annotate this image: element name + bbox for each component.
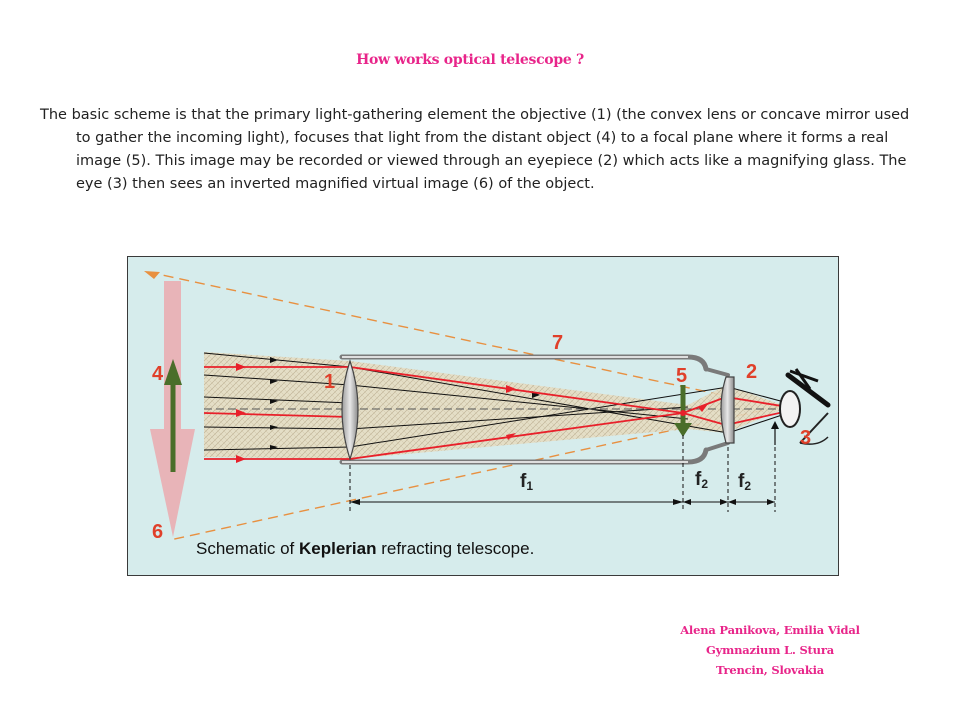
telescope-diagram: 4 1 7 5 2 3 6 f1 f2 f2 Schematic of Kepl… [127, 256, 839, 576]
telescope-tube [339, 354, 730, 465]
light-bundle [204, 352, 788, 459]
focal-label-f1: f1 [520, 471, 533, 493]
real-image-arrow [674, 385, 692, 437]
focal-label-f2-second: f2 [738, 471, 751, 493]
object-arrow [164, 359, 182, 472]
focal-label-f2-first: f2 [695, 469, 708, 491]
focal-label-f2-first-base: f [695, 469, 702, 490]
focal-label-f2-second-base: f [738, 471, 745, 492]
label-eyepiece: 2 [746, 361, 758, 383]
label-eye: 3 [800, 427, 812, 449]
body-paragraph: The basic scheme is that the primary lig… [40, 107, 910, 192]
label-objective: 1 [324, 371, 336, 393]
label-tube: 7 [552, 332, 564, 354]
label-object: 4 [152, 363, 164, 385]
focal-label-f1-sub: 1 [526, 479, 534, 493]
focal-label-f2-first-sub: 2 [701, 477, 709, 491]
label-real-image: 5 [676, 365, 688, 387]
focal-point-dot [680, 410, 686, 416]
credits-block: Alena Panikova, Emilia Vidal Gymnazium L… [620, 620, 920, 680]
eyepiece-lens [720, 376, 735, 444]
objective-lens [341, 359, 359, 461]
focal-label-f1-base: f [520, 471, 527, 492]
credits-authors: Alena Panikova, Emilia Vidal [680, 623, 860, 637]
red-rays [203, 366, 789, 460]
red-ray-arrows [236, 363, 708, 463]
credits-school: Gymnazium L. Stura [706, 643, 834, 657]
figure-caption: Schematic of Keplerian refracting telesc… [196, 539, 534, 559]
focal-label-f2-second-sub: 2 [744, 479, 752, 493]
eye-pointer [771, 421, 779, 445]
label-virtual-image: 6 [152, 521, 164, 543]
guide-arrowhead [144, 271, 160, 279]
credits-location: Trencin, Slovakia [715, 663, 825, 677]
telescope-schematic-svg [144, 271, 831, 541]
slide-title: How works optical telescope ? [356, 52, 584, 68]
eye-icon [779, 368, 831, 445]
caption-suffix: refracting telescope. [376, 539, 535, 558]
virtual-image-arrow [150, 281, 195, 537]
caption-bold: Keplerian [299, 539, 377, 558]
caption-prefix: Schematic of [196, 539, 299, 558]
